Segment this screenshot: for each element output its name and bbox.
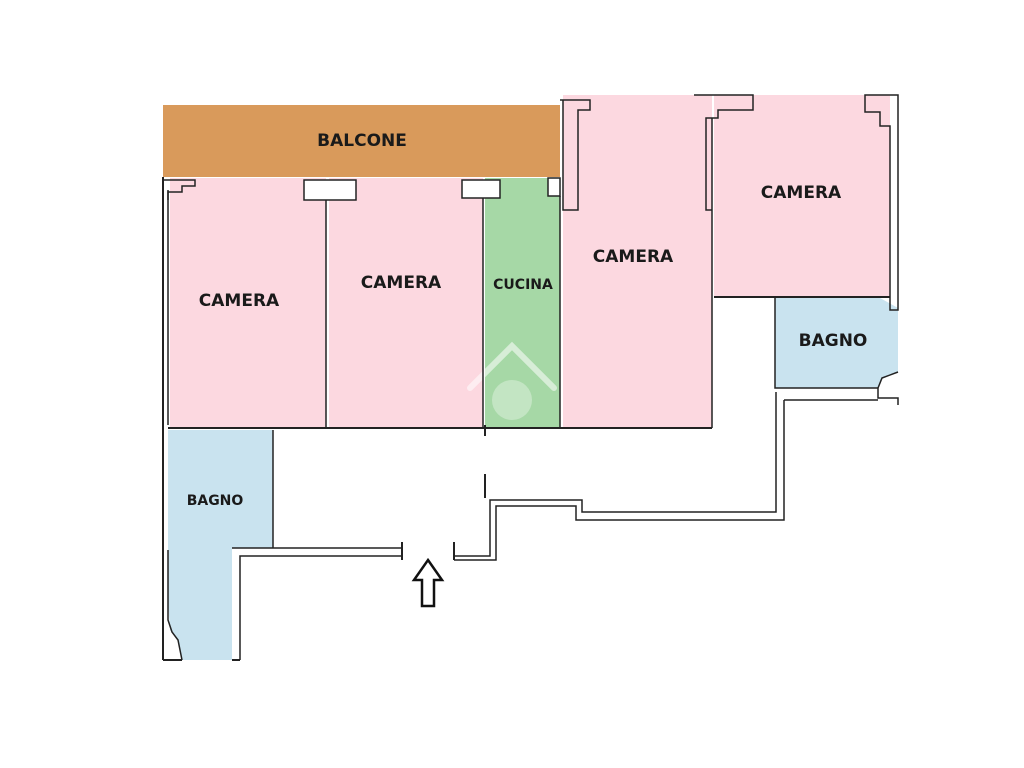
label-bagno-1: BAGNO — [187, 493, 244, 509]
label-bagno-2: BAGNO — [799, 331, 868, 351]
room-camera-3 — [563, 95, 712, 429]
label-balcone: BALCONE — [317, 131, 407, 151]
label-camera-4: CAMERA — [761, 183, 842, 203]
room-fills — [163, 95, 898, 660]
wall-camera3-notch — [560, 99, 591, 211]
wall-bagno1-bottom — [232, 547, 403, 660]
wall-corridor-right — [454, 392, 777, 557]
wall-corner-tl — [163, 179, 196, 200]
watermark-circle — [492, 380, 532, 420]
room-labels: BALCONE CAMERA CAMERA CUCINA CAMERA CAME… — [187, 131, 868, 509]
label-camera-2: CAMERA — [361, 273, 442, 293]
entrance-arrow-icon — [411, 557, 445, 608]
wall-camera4-left-notch — [694, 94, 754, 211]
label-camera-3: CAMERA — [593, 247, 674, 267]
room-bagno-1 — [168, 430, 273, 660]
room-balcone — [163, 105, 560, 177]
label-cucina: CUCINA — [493, 277, 553, 293]
room-cucina — [485, 178, 560, 428]
pillar-2 — [461, 179, 501, 199]
room-camera-2 — [329, 178, 483, 428]
pillar-1 — [303, 179, 357, 201]
watermark-roof — [467, 341, 557, 391]
wall-bagno2 — [774, 298, 878, 389]
room-camera-1 — [170, 178, 326, 428]
label-camera-1: CAMERA — [199, 291, 280, 311]
wall-bagno2-right — [877, 371, 899, 405]
pillar-balcone — [547, 177, 561, 197]
wall-bagno1-curve — [167, 550, 183, 661]
room-camera-4 — [714, 95, 890, 297]
wall-camera4-right-notch — [864, 94, 899, 311]
wall-corridor-right-outer — [454, 399, 878, 561]
house-watermark-icon — [467, 341, 557, 420]
room-bagno-2 — [775, 298, 898, 388]
walls — [162, 94, 899, 661]
